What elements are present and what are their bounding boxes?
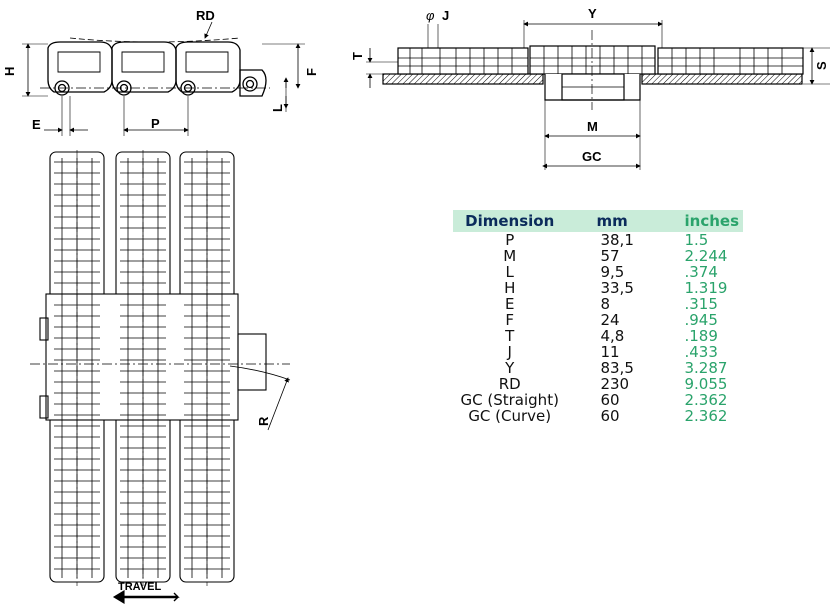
inches-cell: .189: [684, 327, 718, 345]
table-row: L 9,5 .374: [453, 264, 743, 280]
chain-link: [111, 41, 177, 93]
side-view: [22, 21, 305, 136]
table-header-row: Dimension mm inches: [453, 210, 743, 232]
dimension-cell: P: [505, 231, 515, 249]
inches-cell: 2.362: [684, 391, 728, 409]
mm-cell: 33,5: [600, 279, 634, 297]
inches-cell: .433: [684, 343, 718, 361]
f-label: F: [304, 68, 319, 76]
r-label: R: [256, 416, 271, 426]
mm-cell: 8: [600, 295, 611, 313]
table-row: E 8 .315: [453, 296, 743, 312]
dimension-cell: M: [503, 247, 517, 265]
mm-cell: 4,8: [600, 327, 625, 345]
gc-label: GC: [582, 149, 602, 164]
inches-cell: 2.362: [684, 407, 728, 425]
m-label: M: [587, 119, 598, 134]
table-row: Y 83,5 3.287: [453, 360, 743, 376]
s-label: S: [814, 61, 829, 70]
table-row: H 33,5 1.319: [453, 280, 743, 296]
chain-link: [47, 41, 113, 93]
t-label: T: [350, 52, 365, 60]
j-label: J: [442, 8, 449, 23]
mm-cell: 38,1: [600, 231, 634, 249]
dimension-cell: GC (Straight): [460, 391, 559, 409]
dimension-cell: F: [505, 311, 515, 329]
table-row: P 38,1 1.5: [453, 232, 743, 248]
travel-label: TRAVEL: [118, 581, 161, 593]
inches-cell: .374: [684, 263, 718, 281]
header-dimension: Dimension: [453, 210, 567, 232]
pin-circle: [180, 80, 196, 96]
dimension-cell: H: [504, 279, 516, 297]
header-mm: mm: [566, 210, 677, 232]
table-row: GC (Curve) 60 2.362: [453, 408, 743, 424]
inches-cell: 1.319: [684, 279, 728, 297]
phi-symbol: φ: [426, 8, 435, 23]
table-row: RD 230 9.055: [453, 376, 743, 392]
pin-circle: [242, 76, 258, 92]
chain-link: [175, 41, 241, 93]
dimension-cell: GC (Curve): [468, 407, 552, 425]
dimension-cell: RD: [498, 375, 521, 393]
e-label: E: [32, 117, 41, 132]
inches-cell: .315: [684, 295, 718, 313]
l-label: L: [270, 104, 285, 112]
inches-cell: 1.5: [684, 231, 709, 249]
mm-cell: 83,5: [600, 359, 634, 377]
mm-cell: 60: [600, 391, 620, 409]
p-label: P: [151, 116, 160, 131]
h-label: H: [2, 67, 17, 76]
dimension-cell: Y: [505, 359, 515, 377]
mm-cell: 230: [600, 375, 630, 393]
plan-view: [30, 150, 291, 604]
inches-cell: 9.055: [684, 375, 728, 393]
mm-cell: 60: [600, 407, 620, 425]
section-view: [366, 20, 830, 170]
y-label: Y: [588, 6, 597, 21]
table-row: J 11 .433: [453, 344, 743, 360]
table-row: F 24 .945: [453, 312, 743, 328]
dimension-cell: E: [504, 295, 515, 313]
mm-cell: 9,5: [600, 263, 625, 281]
inches-cell: 2.244: [684, 247, 728, 265]
mm-cell: 11: [600, 343, 620, 361]
table-row: GC (Straight) 60 2.362: [453, 392, 743, 408]
dimension-cell: J: [507, 343, 512, 361]
table-row: T 4,8 .189: [453, 328, 743, 344]
inches-cell: .945: [684, 311, 718, 329]
mm-cell: 24: [600, 311, 620, 329]
rd-label: RD: [196, 8, 215, 23]
dimension-cell: L: [505, 263, 514, 281]
mm-cell: 57: [600, 247, 620, 265]
inches-cell: 3.287: [684, 359, 728, 377]
table-row: M 57 2.244: [453, 248, 743, 264]
dimension-cell: T: [505, 327, 515, 345]
header-inches: inches: [676, 210, 743, 232]
